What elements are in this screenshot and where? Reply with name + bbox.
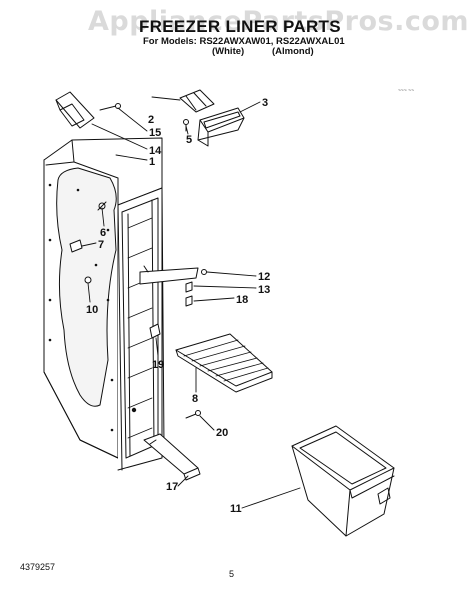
shelf-guard-3 [197,107,245,147]
models-line: For Models: RS22AWXAW01, RS22AWXAL01 [143,36,345,47]
callout-17: 17 [166,481,178,493]
variant-white: (White) [212,46,245,57]
part-19 [149,323,161,339]
page-title: FREEZER LINER PARTS [139,17,341,36]
page-number: 5 [229,569,235,579]
screw-13 [185,281,193,293]
corner-mark: ~~~ ~~ [398,88,414,94]
ice-bin-11 [291,425,395,537]
callout-5: 5 [186,134,192,146]
screw-20 [185,410,201,419]
freezer-liner [43,137,165,471]
top-bracket [55,91,95,129]
callout-6: 6 [100,227,106,239]
callout-19: 19 [152,359,164,371]
callout-18: 18 [236,294,248,306]
callout-12: 12 [258,271,270,283]
callout-15: 15 [149,127,161,139]
leader-lines [81,96,301,509]
callout-7: 7 [98,239,104,251]
wire-shelf-8 [175,333,273,393]
callout-13: 13 [258,284,270,296]
callout-14: 14 [149,145,162,157]
watermark: AppliancePartsPros.com [88,6,470,37]
callout-8: 8 [192,393,198,405]
callout-11: 11 [230,503,242,515]
screw-5 [183,119,189,132]
screw-15 [99,103,121,111]
bracket-2 [179,89,215,113]
bottom-rail-17 [143,433,201,481]
callout-labels: 2 3 5 15 14 1 6 7 10 12 13 18 19 8 20 17… [86,97,270,515]
part-10 [84,276,92,284]
bracket-12 [139,265,207,285]
variant-almond: (Almond) [272,46,314,57]
part-number: 4379257 [20,562,56,572]
callout-3: 3 [262,97,268,109]
screw-18 [185,295,193,307]
part-7 [69,239,83,253]
callout-2: 2 [148,114,154,126]
callout-10: 10 [86,304,98,316]
part-6 [97,201,107,211]
callout-1: 1 [149,156,155,168]
callout-20: 20 [216,427,228,439]
